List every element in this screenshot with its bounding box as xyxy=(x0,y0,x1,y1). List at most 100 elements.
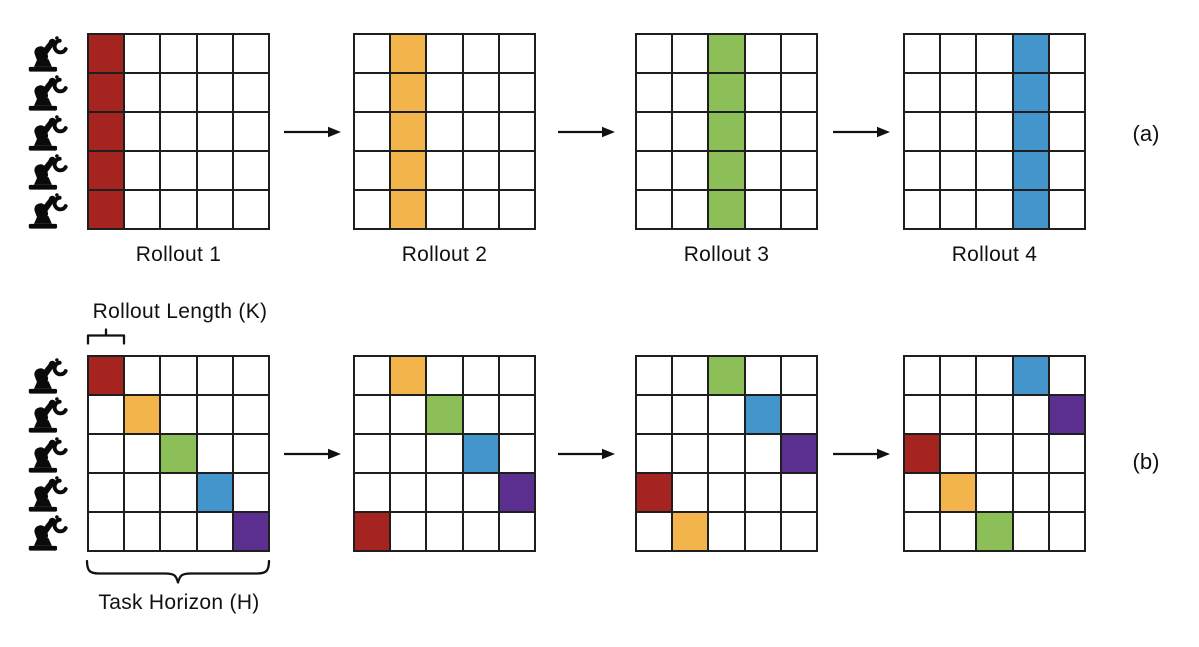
rollout-grid-label: Rollout 3 xyxy=(683,243,770,266)
grid-cell xyxy=(196,151,233,190)
right-arrow-icon xyxy=(283,125,341,139)
grid-cell xyxy=(780,73,817,112)
grid-cell xyxy=(636,434,673,473)
grid-cell xyxy=(904,34,941,73)
grid-cell xyxy=(672,112,709,151)
grid-cell xyxy=(672,395,709,434)
rollout-length-bracket xyxy=(86,328,126,345)
grid-cell xyxy=(636,190,673,229)
grid-cell xyxy=(940,473,977,512)
grid-cell xyxy=(390,112,427,151)
grid-cell xyxy=(160,151,197,190)
grid-cell xyxy=(124,190,161,229)
robot-arm-glyph xyxy=(28,436,68,473)
grid-cell xyxy=(744,356,781,395)
grid-cell xyxy=(354,34,391,73)
grid-cell xyxy=(1048,512,1085,551)
grid-cell xyxy=(498,190,535,229)
rollout-grid-a4 xyxy=(903,33,1086,230)
grid-cell xyxy=(390,473,427,512)
grid-cell xyxy=(976,151,1013,190)
grid-cell xyxy=(354,73,391,112)
grid-cell xyxy=(1012,473,1049,512)
grid-cell xyxy=(124,356,161,395)
grid-cell xyxy=(780,356,817,395)
grid-cell xyxy=(672,73,709,112)
grid-cell xyxy=(672,34,709,73)
grid-cell xyxy=(462,434,499,473)
grid-cell xyxy=(904,73,941,112)
grid-cell xyxy=(160,512,197,551)
grid-cell xyxy=(160,34,197,73)
grid-cell xyxy=(708,73,745,112)
grid-cell xyxy=(976,112,1013,151)
grid-cell xyxy=(904,151,941,190)
grid-cell xyxy=(780,112,817,151)
grid-cell xyxy=(462,512,499,551)
grid-cell xyxy=(498,356,535,395)
grid-cell xyxy=(904,112,941,151)
grid-cell xyxy=(744,395,781,434)
grid-cell xyxy=(940,512,977,551)
grid-cell xyxy=(88,112,125,151)
grid-cell xyxy=(708,34,745,73)
grid-cell xyxy=(780,190,817,229)
grid-cell xyxy=(462,473,499,512)
robot-arm-icon xyxy=(27,515,70,551)
grid-cell xyxy=(1048,34,1085,73)
grid-cell xyxy=(426,395,463,434)
panel-b-tag: (b) xyxy=(1132,449,1160,474)
grid-cell xyxy=(1048,151,1085,190)
grid-cell xyxy=(940,434,977,473)
grid-cell xyxy=(124,112,161,151)
robot-arm-icon xyxy=(27,193,70,229)
rollout-length-label: Rollout Length (K) xyxy=(92,300,268,323)
grid-cell xyxy=(232,434,269,473)
grid-cell xyxy=(672,151,709,190)
grid-cell xyxy=(462,112,499,151)
grid-cell xyxy=(498,473,535,512)
grid-cell xyxy=(390,512,427,551)
rollout-grid-a3 xyxy=(635,33,818,230)
robot-arm-icon xyxy=(27,357,70,394)
grid-cell xyxy=(708,434,745,473)
grid-cell xyxy=(744,434,781,473)
robot-arm-glyph xyxy=(28,515,68,551)
grid-cell xyxy=(88,356,125,395)
robot-arm-glyph xyxy=(28,154,68,190)
grid-cell xyxy=(744,34,781,73)
rollout-grid-a1 xyxy=(87,33,270,230)
grid-cell xyxy=(390,151,427,190)
right-arrow-icon xyxy=(832,447,890,461)
grid-cell xyxy=(124,151,161,190)
robot-arm-glyph xyxy=(28,114,68,151)
grid-cell xyxy=(744,512,781,551)
grid-cell xyxy=(1048,434,1085,473)
grid-cell xyxy=(904,356,941,395)
grid-cell xyxy=(354,395,391,434)
grid-cell xyxy=(780,434,817,473)
grid-cell xyxy=(426,73,463,112)
grid-cell xyxy=(498,34,535,73)
grid-cell xyxy=(1012,356,1049,395)
grid-cell xyxy=(88,395,125,434)
grid-cell xyxy=(1048,356,1085,395)
grid-cell xyxy=(1012,112,1049,151)
grid-cell xyxy=(672,434,709,473)
grid-cell xyxy=(160,73,197,112)
grid-cell xyxy=(940,73,977,112)
grid-cell xyxy=(462,190,499,229)
grid-cell xyxy=(636,112,673,151)
grid-cell xyxy=(708,473,745,512)
grid-cell xyxy=(672,512,709,551)
grid-cell xyxy=(636,356,673,395)
grid-cell xyxy=(780,34,817,73)
grid-cell xyxy=(498,73,535,112)
robot-arm-icon xyxy=(27,75,70,111)
grid-cell xyxy=(1012,512,1049,551)
grid-cell xyxy=(940,190,977,229)
grid-cell xyxy=(354,151,391,190)
grid-cell xyxy=(1048,73,1085,112)
robot-arm-glyph xyxy=(28,476,68,512)
grid-cell xyxy=(708,395,745,434)
